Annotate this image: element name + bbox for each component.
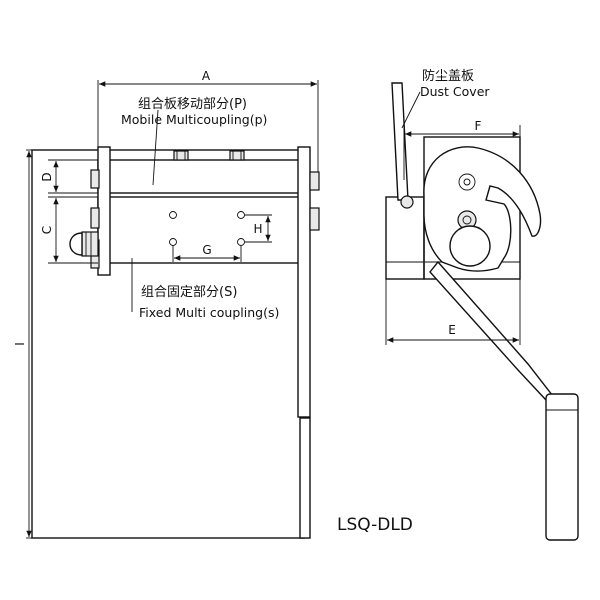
dimension-h: H (245, 214, 272, 243)
mobile-block (97, 159, 301, 194)
cam-disk (449, 225, 491, 267)
locking-knob (69, 231, 99, 257)
dimension-g-label: G (202, 243, 211, 257)
dimension-i: I (13, 149, 32, 539)
front-view: G H A D C (13, 69, 320, 539)
dimension-d-label: D (40, 172, 54, 181)
left-bolt-mid (90, 207, 100, 229)
mount-hole (237, 211, 245, 219)
dimension-d: D (40, 159, 98, 194)
handle-grip-side (545, 393, 579, 541)
left-bolt-upper (90, 169, 100, 189)
label-fixed-en: Fixed Multi coupling(s) (139, 305, 279, 320)
dust-cover (391, 82, 414, 209)
label-mobile-en: Mobile Multicoupling(p) (121, 112, 267, 127)
pivot-hole (458, 173, 476, 191)
dimension-c: C (40, 196, 98, 264)
label-dust-cn: 防尘盖板 (422, 68, 474, 84)
dimension-e: E (385, 279, 521, 345)
fixed-block (97, 196, 301, 264)
top-bolt-right (229, 150, 245, 161)
dimension-f: F (403, 119, 521, 180)
dimension-i-label: I (13, 342, 27, 346)
nut-center (462, 215, 472, 225)
handle-grip (299, 417, 311, 539)
mount-hole (169, 211, 177, 219)
right-bolt-lower (309, 207, 320, 231)
dust-cover-hinge (400, 195, 414, 209)
leader-mobile (152, 109, 159, 186)
mount-hole (169, 238, 177, 246)
label-fixed-cn: 组合固定部分(S) (141, 285, 237, 300)
dimension-a-label: A (202, 69, 211, 83)
right-bolt-upper (309, 171, 320, 191)
leader-dust (401, 91, 421, 129)
cranked-handle (429, 260, 579, 541)
dimension-c-label: C (40, 226, 54, 234)
hook-lever (423, 146, 542, 272)
mount-hole (237, 238, 245, 246)
label-dust-en: Dust Cover (420, 84, 490, 99)
label-mobile-cn: 组合板移动部分(P) (138, 97, 247, 112)
dimension-a: A (97, 69, 319, 172)
model-label: LSQ-DLD (337, 515, 413, 535)
left-bracket (97, 146, 111, 276)
pivot-pin (463, 178, 471, 186)
dimension-f-label: F (475, 119, 482, 133)
dimension-h-label: H (253, 222, 262, 236)
handle-bar (297, 146, 311, 418)
dimension-e-label: E (448, 323, 456, 337)
dimension-g: G (172, 243, 242, 262)
top-bolt-left (173, 150, 189, 161)
side-base (385, 196, 425, 280)
side-view: F E (385, 82, 579, 541)
